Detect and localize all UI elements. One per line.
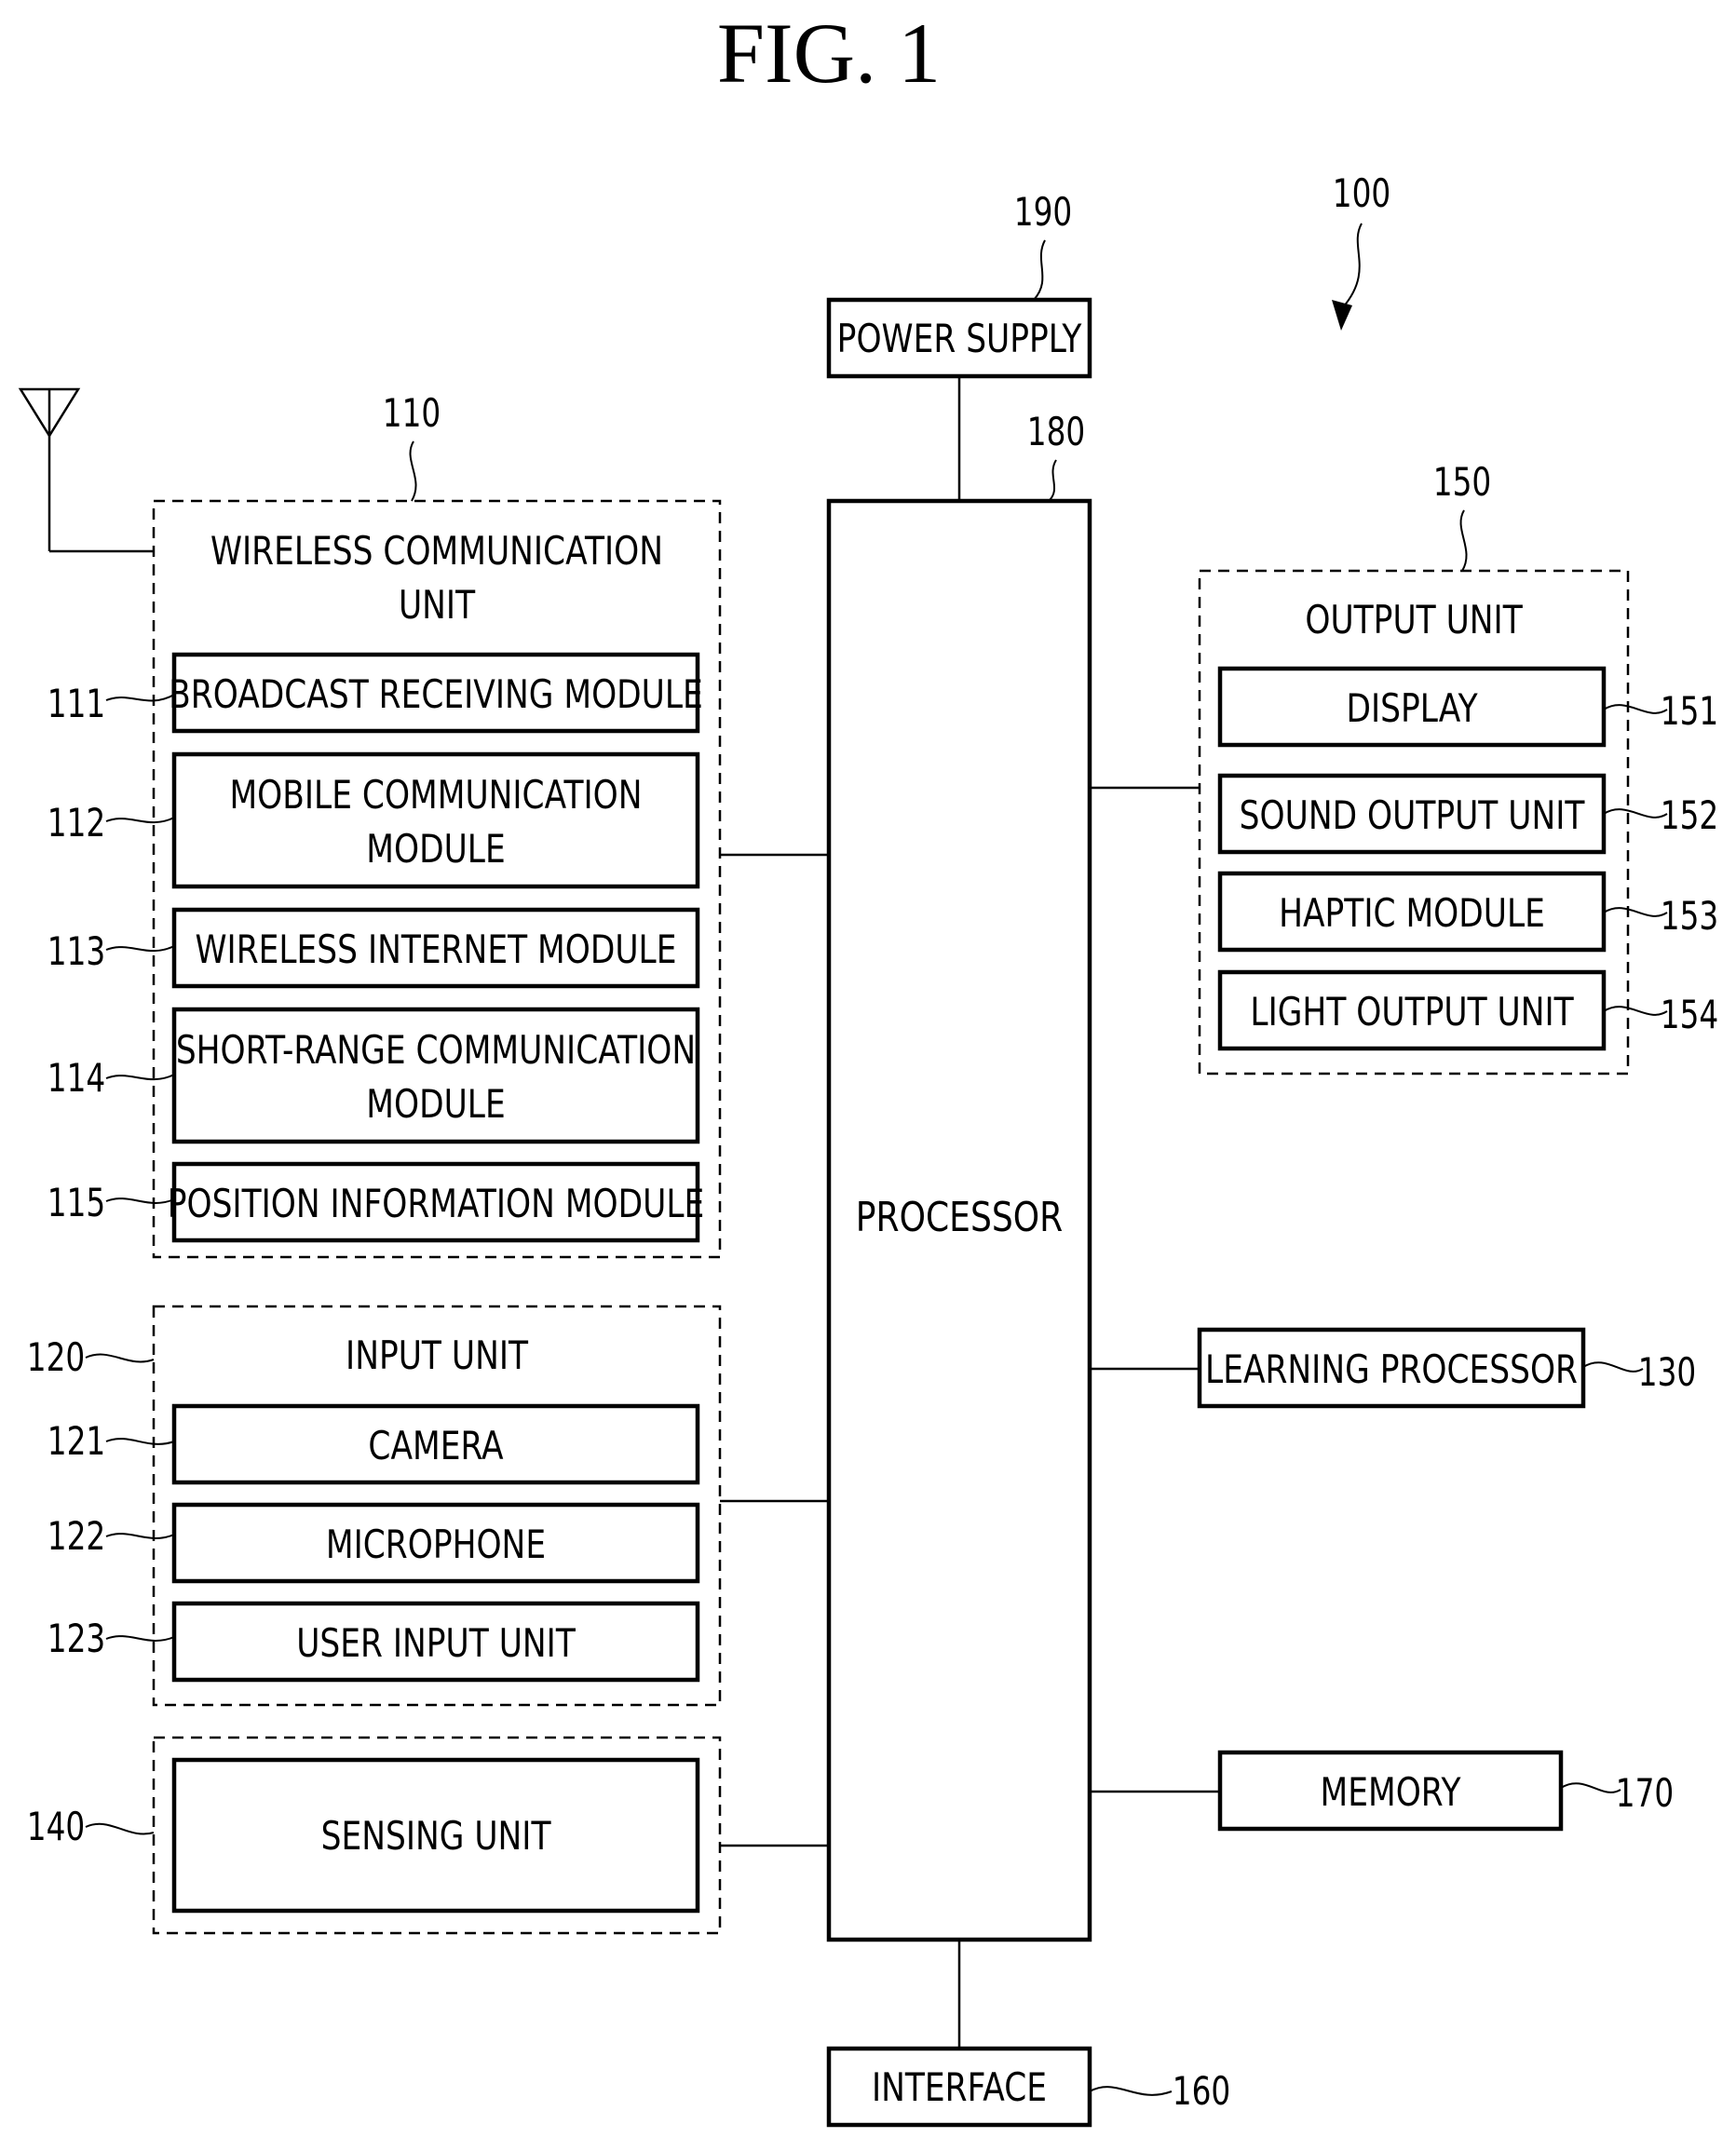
power-supply-block: POWER SUPPLY xyxy=(829,300,1090,376)
interface-label: INTERFACE xyxy=(872,2065,1047,2111)
mobile-communication-module: MOBILE COMMUNICATION MODULE xyxy=(174,754,698,886)
module-112-label-line2: MODULE xyxy=(366,827,505,873)
module-113-label: WIRELESS INTERNET MODULE xyxy=(196,927,677,973)
module-121-ref: 121 xyxy=(47,1418,106,1464)
processor-block: PROCESSOR xyxy=(829,501,1090,1940)
processor-leader xyxy=(1049,460,1056,501)
output-unit-ref: 150 xyxy=(1433,459,1492,505)
learning-processor-block: LEARNING PROCESSOR xyxy=(1200,1330,1583,1406)
learning-processor-ref: 130 xyxy=(1638,1349,1697,1395)
haptic-module: HAPTIC MODULE xyxy=(1220,873,1604,950)
module-123-leader xyxy=(106,1636,174,1641)
module-153-leader xyxy=(1604,908,1667,916)
output-unit-title: OUTPUT UNIT xyxy=(1305,598,1523,643)
interface-block: INTERFACE xyxy=(829,2049,1090,2125)
wireless-unit-title-line2: UNIT xyxy=(399,583,476,629)
interface-leader xyxy=(1090,2087,1172,2095)
module-111-leader xyxy=(106,695,174,700)
position-information-module: POSITION INFORMATION MODULE xyxy=(168,1164,705,1240)
module-121-label: CAMERA xyxy=(368,1424,503,1469)
processor-ref: 180 xyxy=(1027,409,1086,454)
learning-processor-label: LEARNING PROCESSOR xyxy=(1205,1347,1578,1393)
light-output-unit-module: LIGHT OUTPUT UNIT xyxy=(1220,972,1604,1048)
device-ref-label: 100 xyxy=(1333,170,1391,216)
input-unit-title: INPUT UNIT xyxy=(346,1333,528,1379)
figure-title: FIG. 1 xyxy=(717,6,941,101)
module-153-label: HAPTIC MODULE xyxy=(1279,891,1545,937)
memory-leader xyxy=(1561,1783,1621,1792)
user-input-unit-module: USER INPUT UNIT xyxy=(174,1603,698,1680)
module-111-ref: 111 xyxy=(47,681,106,726)
display-module: DISPLAY xyxy=(1220,669,1604,745)
module-112-ref: 112 xyxy=(47,800,106,846)
memory-label: MEMORY xyxy=(1321,1770,1461,1816)
module-112-leader xyxy=(106,818,174,822)
module-122-ref: 122 xyxy=(47,1513,106,1559)
module-115-ref: 115 xyxy=(47,1180,106,1225)
power-supply-leader xyxy=(1034,240,1045,300)
learning-processor-leader xyxy=(1583,1362,1643,1372)
input-unit-ref: 120 xyxy=(27,1334,86,1380)
module-113-leader xyxy=(106,946,174,951)
sensing-unit-ref: 140 xyxy=(27,1804,86,1849)
memory-ref: 170 xyxy=(1616,1770,1675,1816)
antenna-icon xyxy=(20,389,154,551)
module-154-label: LIGHT OUTPUT UNIT xyxy=(1250,990,1574,1035)
processor-label: PROCESSOR xyxy=(856,1195,1063,1241)
module-114-ref: 114 xyxy=(47,1055,106,1101)
wireless-unit-leader xyxy=(411,441,416,501)
device-ref-leader xyxy=(1343,223,1362,307)
module-154-ref: 154 xyxy=(1661,992,1719,1037)
module-154-leader xyxy=(1604,1007,1667,1015)
microphone-module: MICROPHONE xyxy=(174,1505,698,1581)
wireless-unit-title-line1: WIRELESS COMMUNICATION xyxy=(210,529,663,575)
module-152-leader xyxy=(1604,809,1667,818)
sound-output-unit-module: SOUND OUTPUT UNIT xyxy=(1220,776,1604,852)
module-151-ref: 151 xyxy=(1661,688,1719,734)
sensing-unit-label: SENSING UNIT xyxy=(321,1814,551,1860)
camera-module: CAMERA xyxy=(174,1406,698,1482)
module-112-label-line1: MOBILE COMMUNICATION xyxy=(229,773,642,818)
power-supply-ref: 190 xyxy=(1014,189,1073,235)
module-123-ref: 123 xyxy=(47,1616,106,1661)
short-range-communication-module: SHORT-RANGE COMMUNICATION MODULE xyxy=(174,1009,698,1142)
interface-ref: 160 xyxy=(1173,2068,1231,2114)
module-115-leader xyxy=(106,1198,174,1203)
device-ref-arrowhead xyxy=(1332,300,1352,331)
input-unit-leader xyxy=(86,1355,154,1362)
sensing-unit-leader xyxy=(86,1824,154,1834)
memory-block: MEMORY xyxy=(1220,1752,1561,1829)
module-121-leader xyxy=(106,1439,174,1444)
module-122-label: MICROPHONE xyxy=(326,1522,546,1568)
module-152-ref: 152 xyxy=(1661,792,1719,838)
module-115-label: POSITION INFORMATION MODULE xyxy=(168,1182,705,1227)
module-151-label: DISPLAY xyxy=(1346,686,1478,732)
module-114-leader xyxy=(106,1075,174,1079)
broadcast-receiving-module: BROADCAST RECEIVING MODULE xyxy=(169,655,703,731)
wireless-unit-ref: 110 xyxy=(383,390,441,436)
module-111-label: BROADCAST RECEIVING MODULE xyxy=(169,672,703,718)
module-113-ref: 113 xyxy=(47,928,106,974)
module-114-label-line1: SHORT-RANGE COMMUNICATION xyxy=(176,1028,696,1074)
module-123-label: USER INPUT UNIT xyxy=(296,1621,576,1667)
sensing-unit: SENSING UNIT xyxy=(154,1738,720,1933)
module-152-label: SOUND OUTPUT UNIT xyxy=(1240,793,1585,839)
output-unit-leader xyxy=(1461,510,1467,571)
module-151-leader xyxy=(1604,705,1667,713)
module-153-ref: 153 xyxy=(1661,893,1719,939)
wireless-internet-module: WIRELESS INTERNET MODULE xyxy=(174,910,698,986)
module-114-label-line2: MODULE xyxy=(366,1082,505,1128)
module-122-leader xyxy=(106,1534,174,1538)
power-supply-label: POWER SUPPLY xyxy=(837,317,1082,362)
